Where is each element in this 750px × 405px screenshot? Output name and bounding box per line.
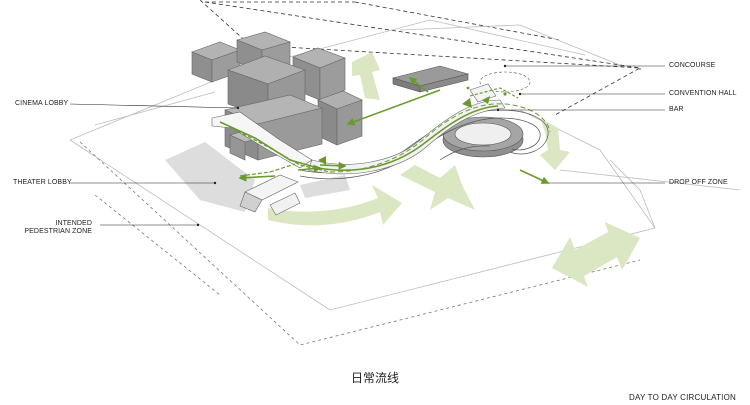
label-leader-lines	[69, 65, 665, 226]
theater-lobby-block	[239, 174, 301, 216]
label-pedestrian-zone-line1: INTENDED	[55, 220, 92, 227]
diagram-title-english: DAY TO DAY CIRCULATION	[629, 393, 736, 402]
cinema-building-block	[191, 31, 363, 161]
green-markers	[318, 86, 507, 165]
leader-dots	[196, 64, 522, 227]
concourse-block	[391, 65, 470, 93]
label-drop-off-zone: DROP OFF ZONE	[669, 179, 728, 186]
label-bar: BAR	[669, 106, 684, 113]
green-direction-arrows	[238, 77, 550, 184]
label-theater-lobby: THEATER LOBBY	[13, 179, 72, 186]
label-pedestrian-zone: INTENDED PEDESTRIAN ZONE	[6, 220, 92, 236]
label-concourse: CONCOURSE	[669, 62, 716, 69]
diagram-title-chinese: 日常流线	[350, 371, 399, 385]
label-cinema-lobby: CINEMA LOBBY	[15, 100, 69, 107]
label-pedestrian-zone-line2: PEDESTRIAN ZONE	[24, 228, 92, 235]
label-convention-hall: CONVENTION HALL	[669, 90, 737, 97]
pale-green-flow-arrows	[268, 52, 640, 287]
ground-shadows	[165, 142, 350, 212]
pedestrian-zone-dashed	[79, 141, 641, 346]
elevated-walkway	[211, 83, 506, 175]
